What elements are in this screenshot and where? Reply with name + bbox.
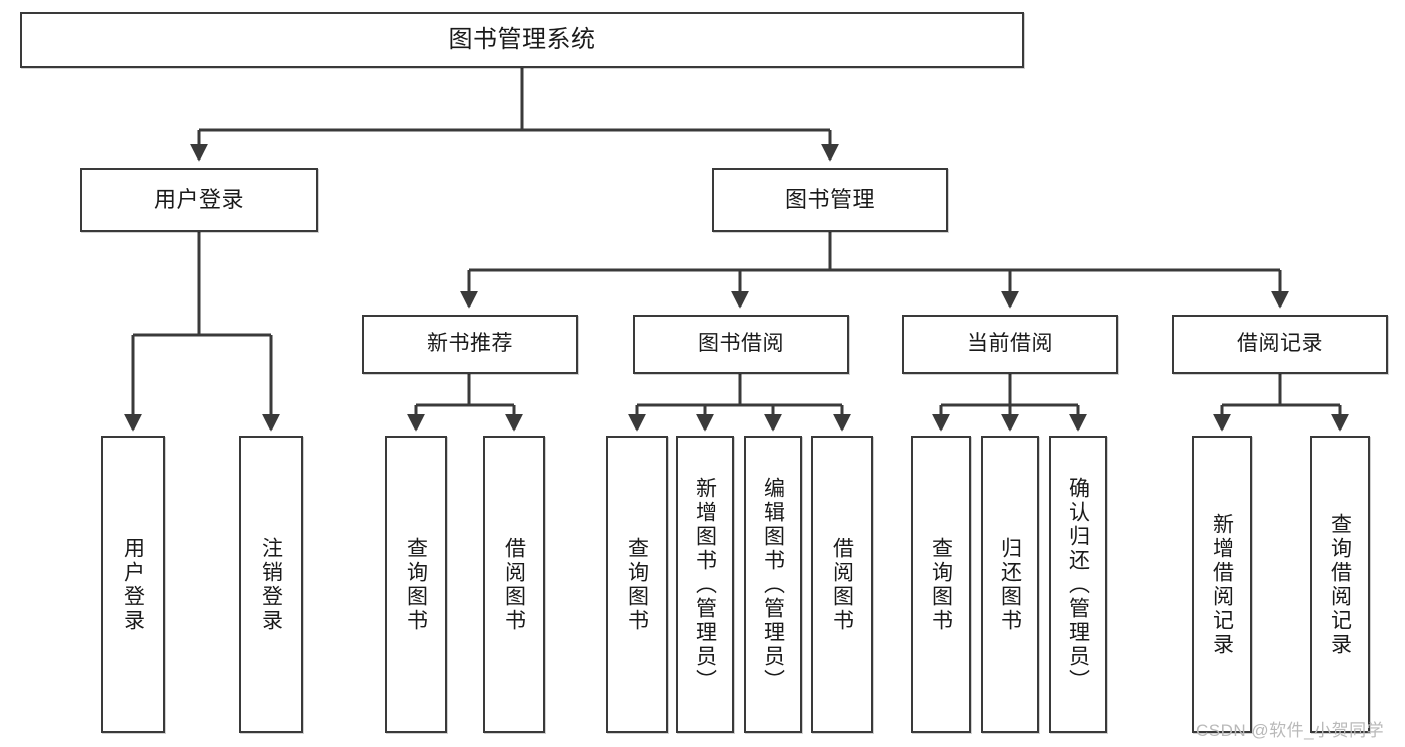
leaf-confirm-return[interactable]: 确认归还（管理员） [1049, 436, 1107, 733]
leaf-confirm-return-label: 确认归还（管理员） [1066, 476, 1090, 693]
node-book-borrow[interactable]: 图书借阅 [633, 315, 849, 374]
leaf-edit-book[interactable]: 编辑图书（管理员） [744, 436, 802, 733]
leaf-add-record[interactable]: 新增借阅记录 [1192, 436, 1252, 733]
node-current-borrow-label: 当前借阅 [967, 332, 1053, 356]
leaf-query-book-1-label: 查询图书 [404, 536, 428, 633]
leaf-query-book-2[interactable]: 查询图书 [606, 436, 668, 733]
leaf-logout[interactable]: 注销登录 [239, 436, 303, 733]
leaf-query-book-1[interactable]: 查询图书 [385, 436, 447, 733]
leaf-logout-label: 注销登录 [259, 536, 283, 633]
leaf-query-book-2-label: 查询图书 [625, 536, 649, 633]
node-user-login-label: 用户登录 [153, 187, 244, 213]
leaf-return-book[interactable]: 归还图书 [981, 436, 1039, 733]
node-new-book-rec[interactable]: 新书推荐 [362, 315, 578, 374]
leaf-return-book-label: 归还图书 [998, 536, 1022, 633]
node-current-borrow[interactable]: 当前借阅 [902, 315, 1118, 374]
leaf-borrow-book-1[interactable]: 借阅图书 [483, 436, 545, 733]
node-borrow-record[interactable]: 借阅记录 [1172, 315, 1388, 374]
node-book-manage-label: 图书管理 [784, 187, 875, 213]
leaf-query-record[interactable]: 查询借阅记录 [1310, 436, 1370, 733]
node-user-login[interactable]: 用户登录 [80, 168, 318, 232]
node-borrow-record-label: 借阅记录 [1237, 332, 1323, 356]
leaf-user-login[interactable]: 用户登录 [101, 436, 165, 733]
node-book-borrow-label: 图书借阅 [698, 332, 784, 356]
leaf-borrow-book-2[interactable]: 借阅图书 [811, 436, 873, 733]
node-root[interactable]: 图书管理系统 [20, 12, 1024, 68]
leaf-query-record-label: 查询借阅记录 [1328, 512, 1352, 657]
leaf-query-book-3[interactable]: 查询图书 [911, 436, 971, 733]
leaf-add-book-label: 新增图书（管理员） [693, 476, 717, 693]
node-root-label: 图书管理系统 [448, 26, 596, 53]
leaf-add-book[interactable]: 新增图书（管理员） [676, 436, 734, 733]
csdn-watermark: CSDN @软件_小贺同学 [1196, 721, 1385, 740]
leaf-borrow-book-1-label: 借阅图书 [502, 536, 526, 633]
node-book-manage[interactable]: 图书管理 [712, 168, 948, 232]
leaf-borrow-book-2-label: 借阅图书 [830, 536, 854, 633]
node-new-book-rec-label: 新书推荐 [427, 332, 513, 356]
leaf-edit-book-label: 编辑图书（管理员） [761, 476, 785, 693]
leaf-add-record-label: 新增借阅记录 [1210, 512, 1234, 657]
leaf-query-book-3-label: 查询图书 [929, 536, 953, 633]
leaf-user-login-label: 用户登录 [121, 536, 145, 633]
